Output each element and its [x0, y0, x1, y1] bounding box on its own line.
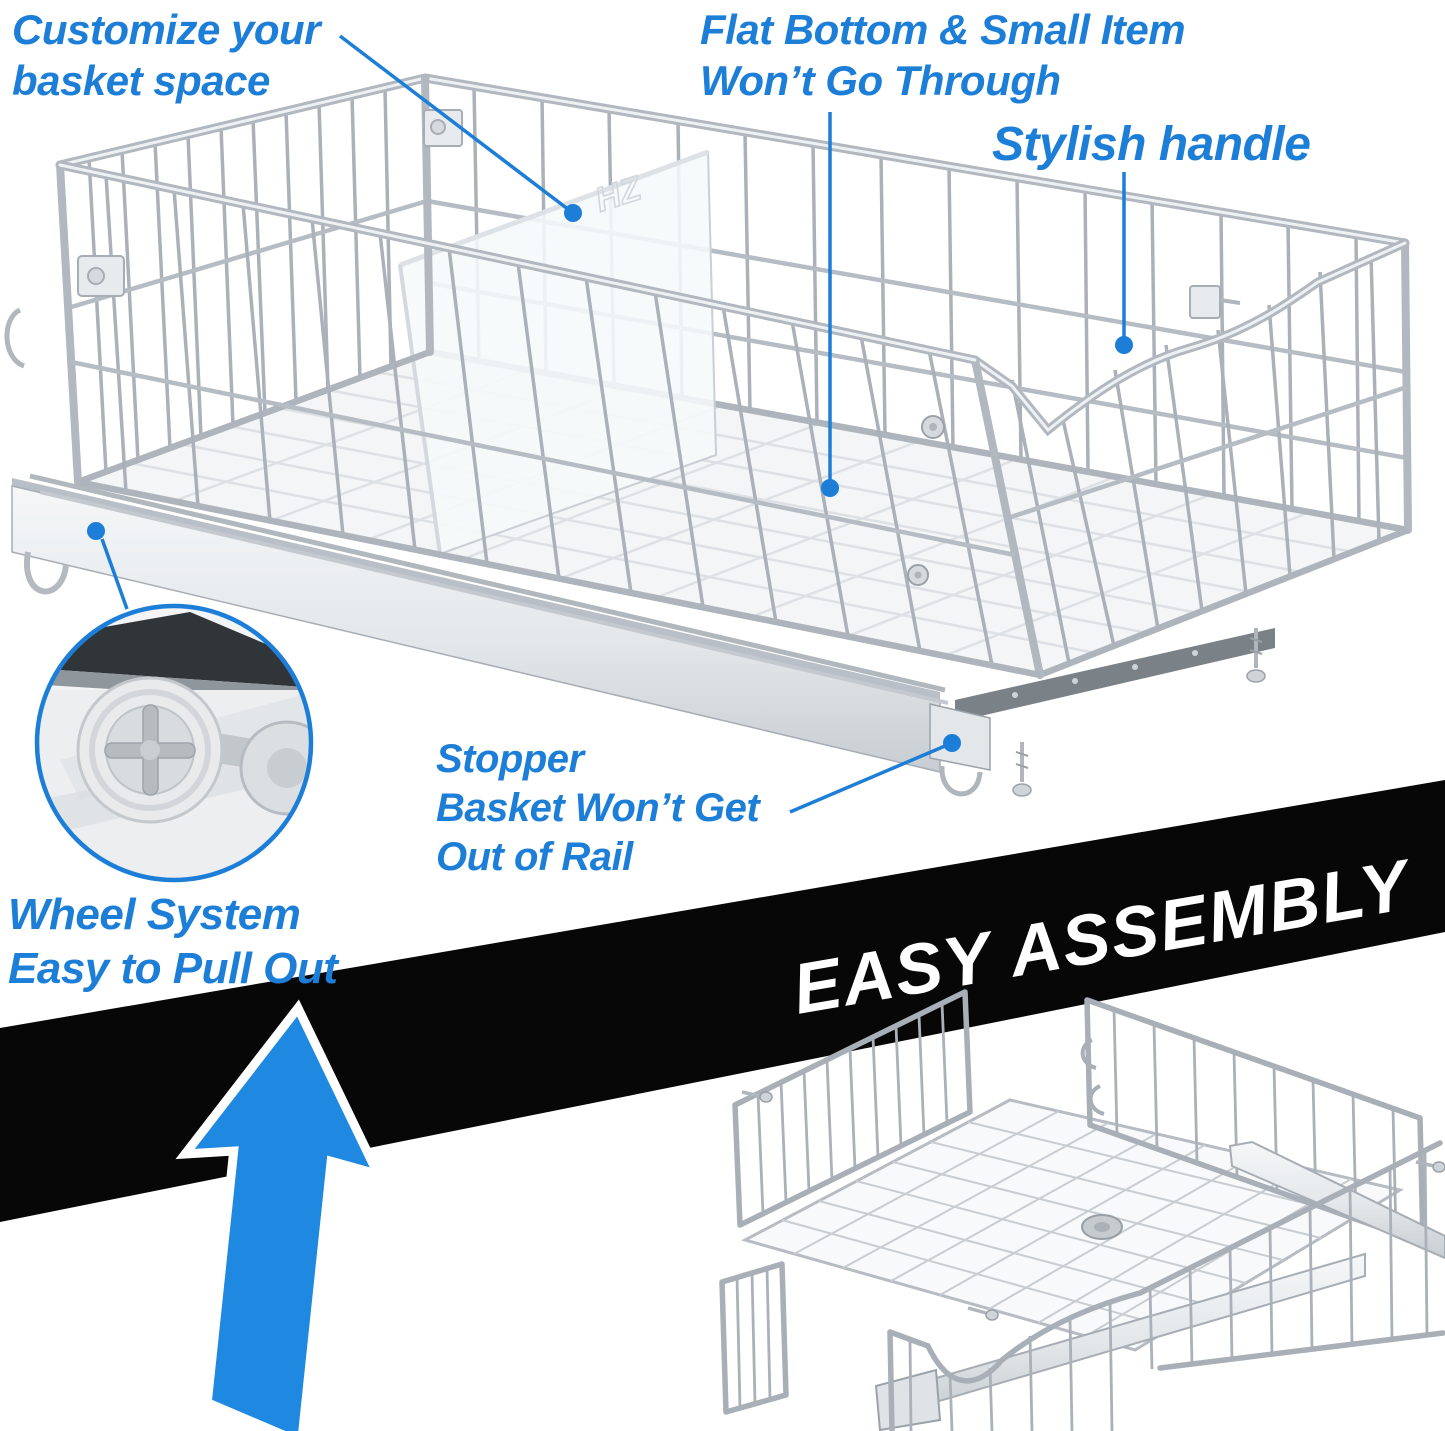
zoom-circle-ring [34, 603, 314, 883]
callout-customize-basket-space: Customize your basket space [12, 4, 321, 106]
callout-line: Flat Bottom & Small Item [700, 6, 1186, 53]
exploded-floor-grid [740, 1098, 1404, 1352]
callout-flat-bottom: Flat Bottom & Small Item Won’t Go Throug… [700, 4, 1186, 106]
callout-line: Wheel System [8, 890, 301, 939]
divider-mount-clips [77, 109, 1241, 319]
callout-dot [943, 734, 961, 752]
exploded-side-wall [1080, 997, 1426, 1246]
up-arrow [175, 999, 387, 1431]
basket-near-wall [55, 160, 1041, 679]
callout-line: Customize your [12, 6, 321, 53]
callout-stopper: Stopper Basket Won’t Get Out of Rail [436, 735, 760, 881]
callout-dot [87, 522, 105, 540]
basket-floor [74, 350, 1412, 677]
rail-stopper [929, 703, 991, 771]
basket-handle-wall [970, 238, 1410, 679]
callout-dot [564, 204, 582, 222]
screw [967, 1306, 999, 1321]
callout-line: Basket Won’t Get [436, 785, 760, 830]
exploded-parts [719, 989, 1445, 1431]
callout-line: Out of Rail [436, 834, 633, 879]
exploded-small-wall [719, 1261, 789, 1415]
screw [1415, 1160, 1445, 1173]
wheel-inset [34, 522, 314, 883]
exploded-back-wall [732, 989, 973, 1228]
slide-rail [11, 473, 1275, 797]
callout-line: basket space [12, 57, 270, 105]
screw [1012, 742, 1032, 797]
callout-dot [1115, 336, 1133, 354]
callout-leaders [338, 34, 1133, 814]
callout-wheel-system: Wheel System Easy to Pull Out [8, 888, 338, 995]
callout-line: Stylish handle [992, 118, 1311, 171]
callout-line: Won’t Go Through [700, 57, 1061, 105]
exploded-front-wall [887, 1140, 1445, 1431]
callout-line: Easy to Pull Out [8, 943, 338, 993]
callout-dot [821, 479, 839, 497]
callout-line: Stopper [436, 737, 584, 781]
screw [1246, 628, 1266, 683]
screw [741, 1090, 773, 1103]
callout-stylish-handle: Stylish handle [992, 116, 1311, 175]
